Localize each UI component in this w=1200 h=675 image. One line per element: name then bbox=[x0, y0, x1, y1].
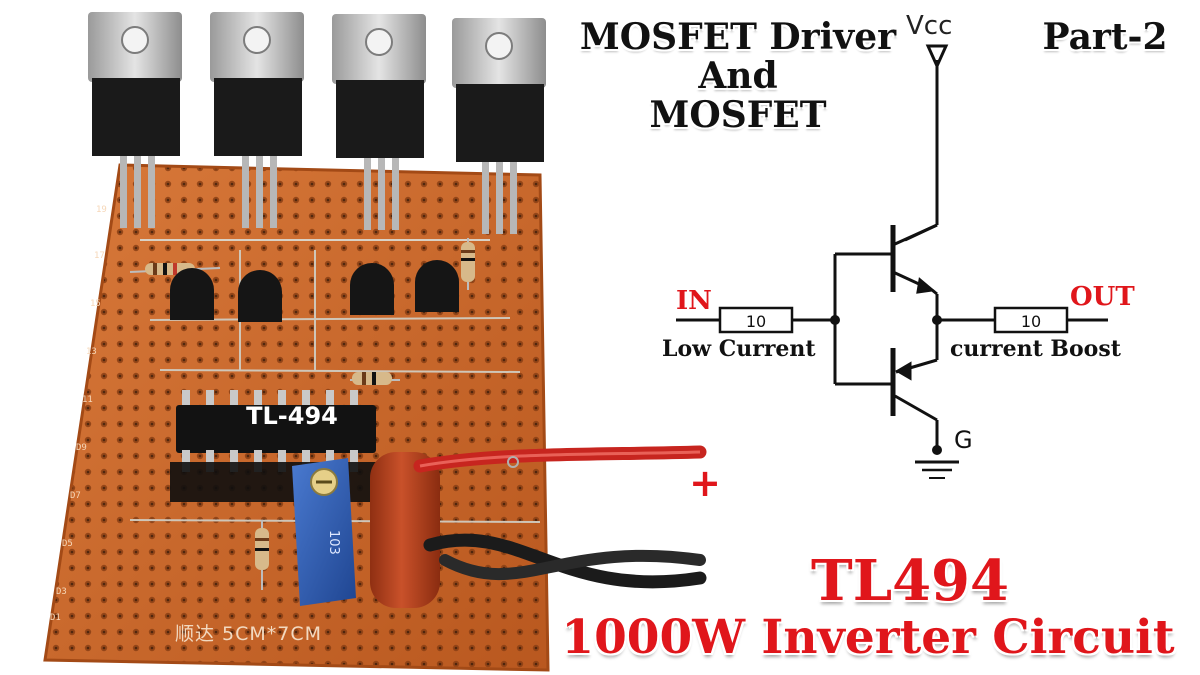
mosfet-2 bbox=[210, 12, 304, 228]
resistor-out-value: 10 bbox=[1021, 312, 1041, 331]
svg-text:D5: D5 bbox=[62, 539, 73, 549]
svg-text:19: 19 bbox=[96, 205, 107, 215]
driver-title-line3: MOSFET bbox=[649, 93, 827, 136]
tl494-ic bbox=[170, 390, 400, 502]
trimmer-code: 103 bbox=[326, 530, 341, 555]
film-capacitor bbox=[370, 452, 440, 608]
svg-text:11: 11 bbox=[82, 395, 93, 405]
in-label: IN bbox=[676, 286, 712, 316]
board-silkscreen: 顺达 5CM*7CM bbox=[175, 623, 322, 645]
mosfet-4 bbox=[452, 18, 546, 234]
resistors bbox=[129, 238, 475, 590]
svg-text:D3: D3 bbox=[56, 587, 67, 597]
driver-title-line1: MOSFET Driver bbox=[579, 16, 897, 58]
junction-dots bbox=[830, 315, 942, 455]
svg-text:D7: D7 bbox=[70, 491, 81, 501]
resistor-in-value: 10 bbox=[746, 312, 766, 331]
current-boost-label: current Boost bbox=[950, 336, 1121, 362]
plus-sign: + bbox=[689, 461, 721, 505]
svg-text:17: 17 bbox=[94, 251, 105, 261]
svg-text:13: 13 bbox=[86, 347, 97, 357]
main-title-chip: TL494 bbox=[811, 548, 1009, 614]
ground-label: G bbox=[954, 426, 973, 454]
trimmer-potentiometer bbox=[292, 458, 356, 606]
ground-icon bbox=[915, 460, 959, 479]
driver-title-line2: And bbox=[698, 54, 778, 97]
part-label: Part-2 bbox=[1042, 16, 1168, 58]
svg-text:D9: D9 bbox=[76, 443, 87, 453]
out-label: OUT bbox=[1070, 282, 1135, 312]
vcc-label: Vcc bbox=[906, 11, 952, 41]
mosfet-3 bbox=[332, 14, 426, 230]
svg-text:D1: D1 bbox=[50, 613, 61, 623]
driver-title: MOSFET Driver And MOSFET bbox=[548, 18, 928, 135]
low-current-label: Low Current bbox=[662, 336, 816, 362]
power-wires bbox=[413, 445, 707, 589]
mosfet-row bbox=[88, 12, 546, 234]
main-title-circuit: 1000W Inverter Circuit bbox=[561, 610, 1175, 665]
mosfet-1 bbox=[88, 12, 182, 228]
svg-text:15: 15 bbox=[90, 299, 101, 309]
driver-transistors bbox=[170, 260, 459, 322]
npn-transistor-icon bbox=[890, 223, 938, 294]
chip-label: TL-494 bbox=[246, 402, 338, 430]
pnp-transistor-icon bbox=[890, 348, 938, 422]
